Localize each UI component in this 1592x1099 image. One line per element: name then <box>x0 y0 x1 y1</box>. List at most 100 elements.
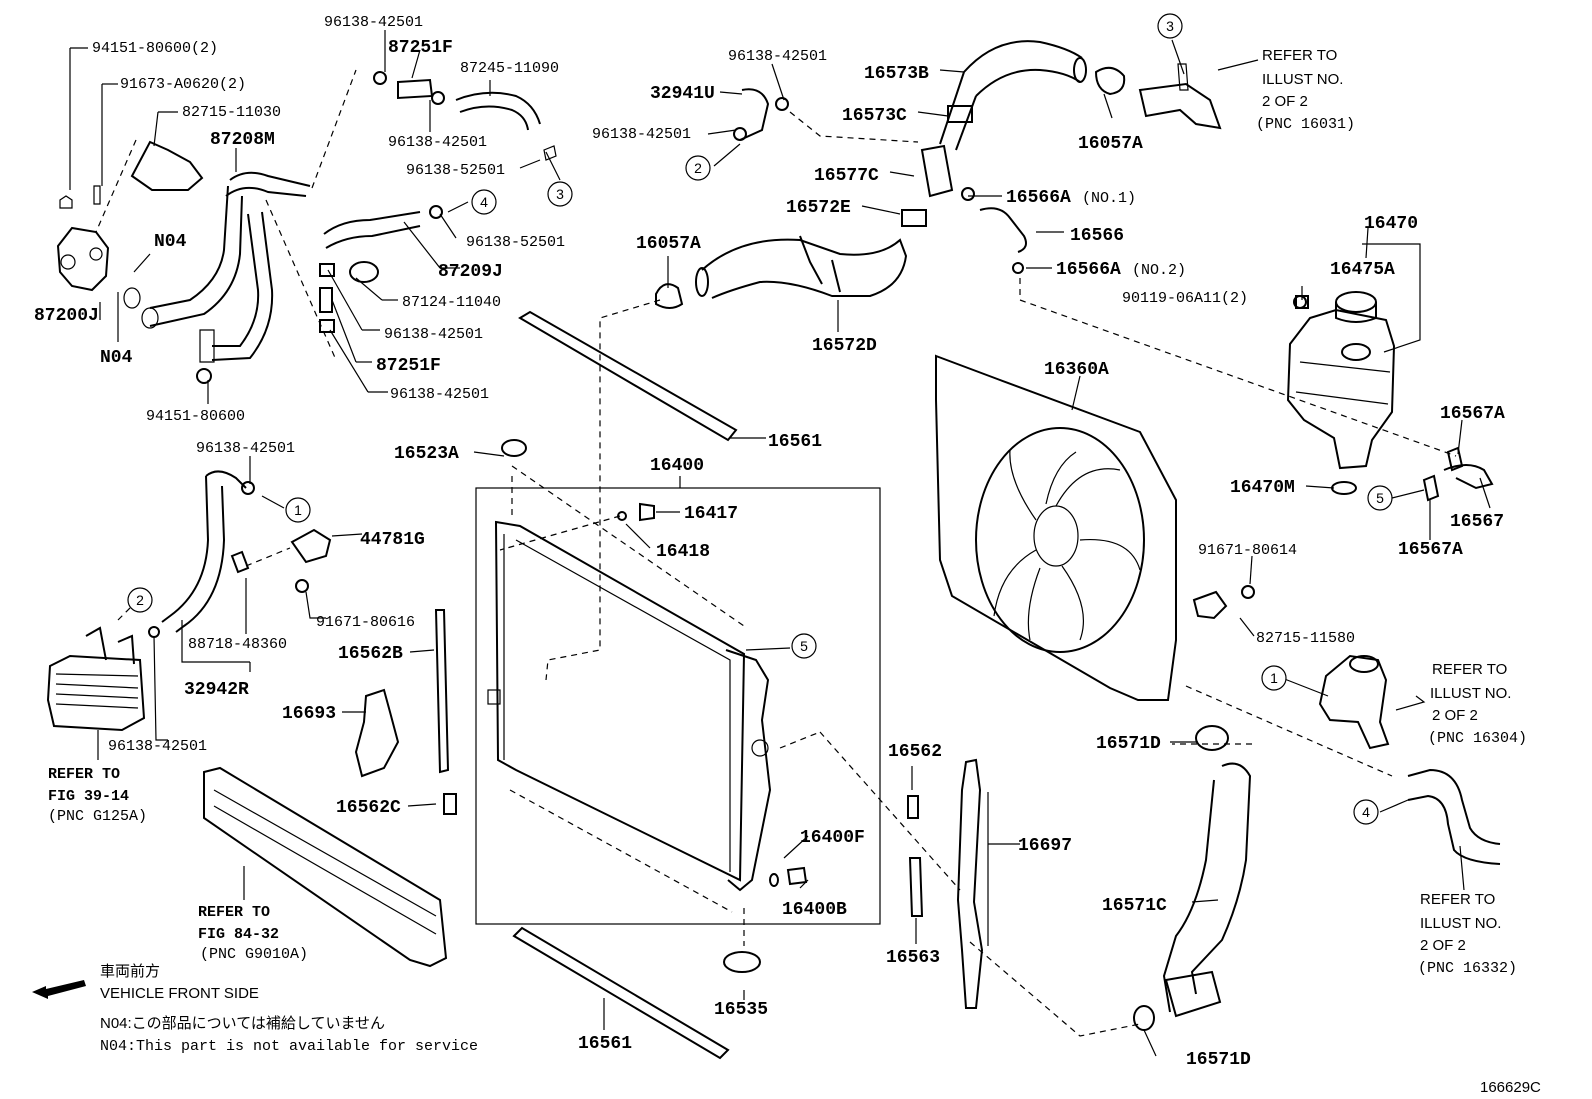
hose-16573b-shape-c <box>939 71 965 145</box>
label-96138-42501-g: 96138-42501 <box>196 440 295 457</box>
label-16470: 16470 <box>1364 214 1418 234</box>
label-16571d-b: 16571D <box>1186 1050 1251 1070</box>
front-arrow-icon <box>32 980 86 999</box>
label-16566a-no1: 16566A <box>1006 188 1071 208</box>
ref-circle-3-top-left: 3 <box>547 181 573 207</box>
union-stem-shape <box>1177 63 1189 91</box>
label-16566: 16566 <box>1070 226 1124 246</box>
hose-16566-shape <box>979 207 1027 253</box>
ref-circle-4-right: 4 <box>1353 799 1379 825</box>
label-16567: 16567 <box>1450 512 1504 532</box>
label-16535: 16535 <box>714 1000 768 1020</box>
svg-text:(PNC G9010A): (PNC G9010A) <box>200 946 308 963</box>
svg-text:3: 3 <box>1166 18 1174 34</box>
bracket-16693-shape <box>354 688 400 778</box>
label-16573b: 16573B <box>864 64 929 84</box>
clamp-16571d-b-shape <box>1133 1005 1155 1031</box>
hose-16571c-shape <box>1190 762 1252 995</box>
hose-32941u-shape <box>739 88 770 141</box>
label-87251f-b: 87251F <box>376 356 441 376</box>
ref-circle-1-left: 1 <box>285 497 311 523</box>
clamp-16567a-shape <box>1422 474 1440 502</box>
pipe-16332-shape <box>1407 768 1501 845</box>
hose-87245-shape <box>455 91 541 125</box>
svg-text:2: 2 <box>136 592 144 608</box>
label-16417: 16417 <box>684 504 738 524</box>
clip-16572e-shape <box>901 209 927 227</box>
legend: 車両前方 VEHICLE FRONT SIDE N04:この部品については補給し… <box>100 963 478 1055</box>
label-16360a: 16360A <box>1044 360 1109 380</box>
label-16523a: 16523A <box>394 444 459 464</box>
label-44781g: 44781G <box>360 530 425 550</box>
refer-note-pnc-16304: REFER TO ILLUST NO. 2 OF 2 (PNC 16304) <box>1428 661 1527 747</box>
reservoir-16470-shape <box>1286 291 1396 470</box>
oil-cooler-pipe-shape <box>85 626 107 661</box>
oil-cooler-pipe-shape-b <box>117 634 135 665</box>
svg-text:5: 5 <box>800 638 808 654</box>
hose-87208m-shape <box>123 171 311 384</box>
connector-16577c-shape <box>920 144 954 198</box>
union-shape <box>1138 82 1222 130</box>
seal-16561-top-shape <box>518 310 738 442</box>
label-16400b: 16400B <box>782 900 847 920</box>
figure-id: 166629C <box>1480 1079 1541 1096</box>
hose-87209j-shape <box>323 211 421 235</box>
clip-shape <box>543 145 557 161</box>
svg-text:2 OF 2: 2 OF 2 <box>1262 93 1308 110</box>
label-n04-b: N04 <box>100 348 133 368</box>
clamp-shape <box>831 259 841 293</box>
clamp-shape <box>319 319 335 333</box>
label-16567a-b: 16567A <box>1398 540 1463 560</box>
cushion-16523a-shape <box>501 439 527 457</box>
clamp-shape <box>799 235 823 285</box>
label-16567a-a: 16567A <box>1440 404 1505 424</box>
svg-text:REFER TO: REFER TO <box>1432 661 1507 678</box>
label-82715-11030: 82715-11030 <box>182 104 281 121</box>
clamp-shape <box>429 205 443 219</box>
label-16697: 16697 <box>1018 836 1072 856</box>
label-96138-52501-a: 96138-52501 <box>406 162 505 179</box>
ref-circle-2-left: 2 <box>127 587 153 613</box>
cushion-16535-shape <box>723 951 761 973</box>
svg-text:REFER TO: REFER TO <box>1262 47 1337 64</box>
clamp-shape <box>431 91 445 105</box>
label-16400f: 16400F <box>800 828 865 848</box>
svg-text:FIG 39-14: FIG 39-14 <box>48 788 129 805</box>
clamp-shape <box>733 127 747 141</box>
bolt-shape <box>1241 585 1255 599</box>
refer-note-pnc-16031: REFER TO ILLUST NO. 2 OF 2 (PNC 16031) <box>1256 47 1355 133</box>
label-16475a: 16475A <box>1330 260 1395 280</box>
legend-front-en: VEHICLE FRONT SIDE <box>100 985 259 1002</box>
label-87245-11090: 87245-11090 <box>460 60 559 77</box>
refer-note-pnc-g125a: REFER TO FIG 39-14 (PNC G125A) <box>48 766 147 825</box>
legend-front-jp: 車両前方 <box>100 963 160 980</box>
bolt-shape <box>1293 295 1307 309</box>
svg-text:4: 4 <box>480 194 488 210</box>
svg-text:(PNC 16332): (PNC 16332) <box>1418 960 1517 977</box>
svg-text:REFER TO: REFER TO <box>48 766 120 783</box>
svg-text:2 OF 2: 2 OF 2 <box>1420 937 1466 954</box>
cap-16470m-shape <box>1331 481 1357 495</box>
svg-text:1: 1 <box>1270 670 1278 686</box>
seal-16563-shape <box>908 857 924 917</box>
svg-text:(PNC 16031): (PNC 16031) <box>1256 116 1355 133</box>
o-ring-16400f-shape <box>769 873 779 887</box>
refer-notes: REFER TO ILLUST NO. 2 OF 2 (PNC 16031) R… <box>48 47 1527 977</box>
label-16057a-a: 16057A <box>1078 134 1143 154</box>
clip-16573c-shape <box>947 105 973 123</box>
plug-16417-shape <box>639 502 655 522</box>
label-16566a-no2-note: (NO.2) <box>1132 262 1186 279</box>
clamp-16057a-shape <box>1094 66 1126 96</box>
hose-32942r-shape <box>205 470 247 489</box>
label-16563: 16563 <box>886 948 940 968</box>
union-cap-shape <box>1349 655 1379 673</box>
hose-87209j-shape-b <box>325 225 421 249</box>
label-91673-a0620-2: 91673-A0620(2) <box>120 76 246 93</box>
label-32941u: 32941U <box>650 84 715 104</box>
label-90119-06a11-2: 90119-06A11(2) <box>1122 290 1248 307</box>
hose-32942r-shape-c <box>175 485 226 633</box>
bolt-shape <box>295 579 309 593</box>
label-91671-80616: 91671-80616 <box>316 614 415 631</box>
bracket-82715-11580-shape <box>1192 590 1228 620</box>
